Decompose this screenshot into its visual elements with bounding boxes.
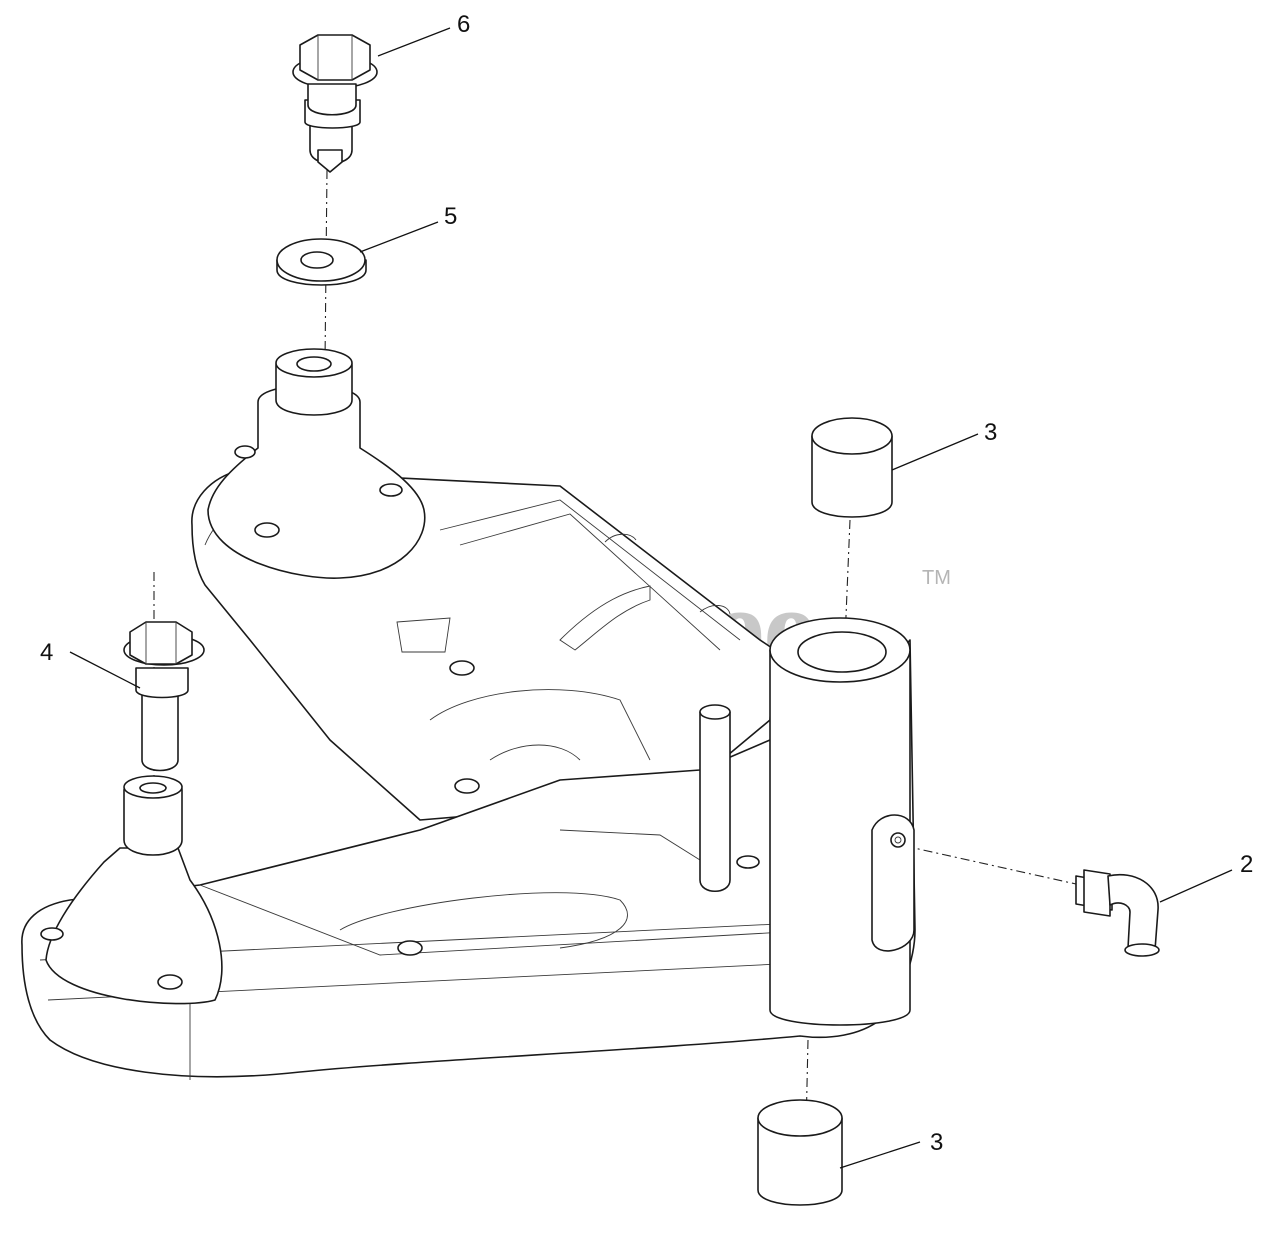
bushing-lower: [757, 1099, 843, 1206]
callout-5: 5: [444, 203, 457, 230]
grease-fitting: [1075, 869, 1160, 957]
caster-mount-frame: [21, 348, 916, 1080]
axis-lower-bushing: [805, 1039, 809, 1131]
frame-post: [699, 711, 731, 893]
watermark-trademark: TM: [922, 567, 951, 589]
frame-lower-boss: [45, 847, 223, 1005]
flange-bolt-lower: [123, 621, 205, 772]
frame-square-slot: [396, 617, 451, 653]
axis-grease-fitting: [904, 845, 1077, 885]
washer: [276, 238, 367, 286]
flange-bolt-upper: [292, 34, 378, 173]
callout-4: 4: [40, 639, 53, 666]
frame-rib: [559, 585, 651, 651]
callout-3-upper: 3: [984, 419, 997, 446]
bushing-upper: [811, 417, 893, 518]
leader-lines: [69, 27, 1233, 1169]
callout-2: 2: [1240, 851, 1253, 878]
callout-3-lower: 3: [930, 1129, 943, 1156]
callout-6: 6: [457, 11, 470, 38]
frame-side-tab: [871, 814, 915, 952]
callout-labels: 6 5 4 3 3 2: [40, 11, 1253, 1156]
